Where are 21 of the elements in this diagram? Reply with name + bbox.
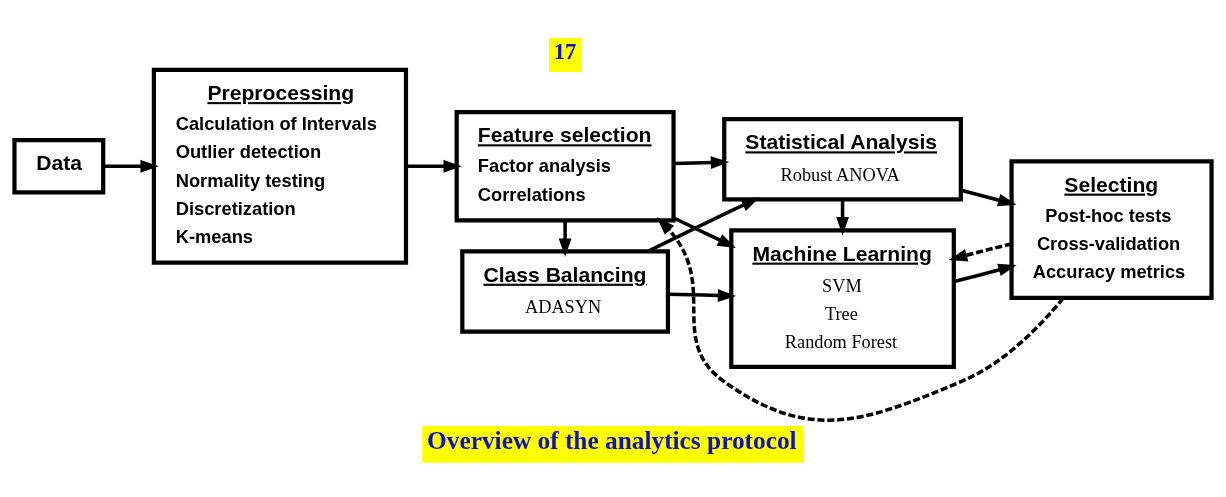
node-box: Feature selection Factor analysis Correlations — [454, 109, 676, 223]
node-box: Preprocessing Calculation of Intervals Outlier detection Normality testing Discretization K-means — [151, 67, 409, 265]
caption: Overview of the analytics protocol — [427, 425, 797, 454]
arrow — [673, 215, 736, 248]
label: 17 — [553, 38, 577, 64]
node-box: Selecting Post-hoc tests Cross-validation Accuracy metrics — [1009, 158, 1214, 300]
node-box: Class Balancing ADASYN — [460, 248, 671, 334]
node-box: Data — [12, 137, 106, 194]
arrow — [103, 159, 159, 173]
arrow — [836, 199, 849, 235]
arrow — [667, 288, 737, 302]
arrow — [960, 188, 1017, 206]
arrow — [949, 241, 1012, 261]
arrow — [647, 196, 760, 253]
arrow — [673, 155, 730, 169]
arrow — [406, 159, 462, 173]
arrow — [558, 220, 572, 257]
arrow — [656, 216, 1065, 422]
node-box: Machine Learning SVM Tree Random Forest — [729, 227, 956, 369]
node-box: Statistical Analysis Robust ANOVA — [722, 116, 963, 201]
arrow — [953, 263, 1017, 283]
